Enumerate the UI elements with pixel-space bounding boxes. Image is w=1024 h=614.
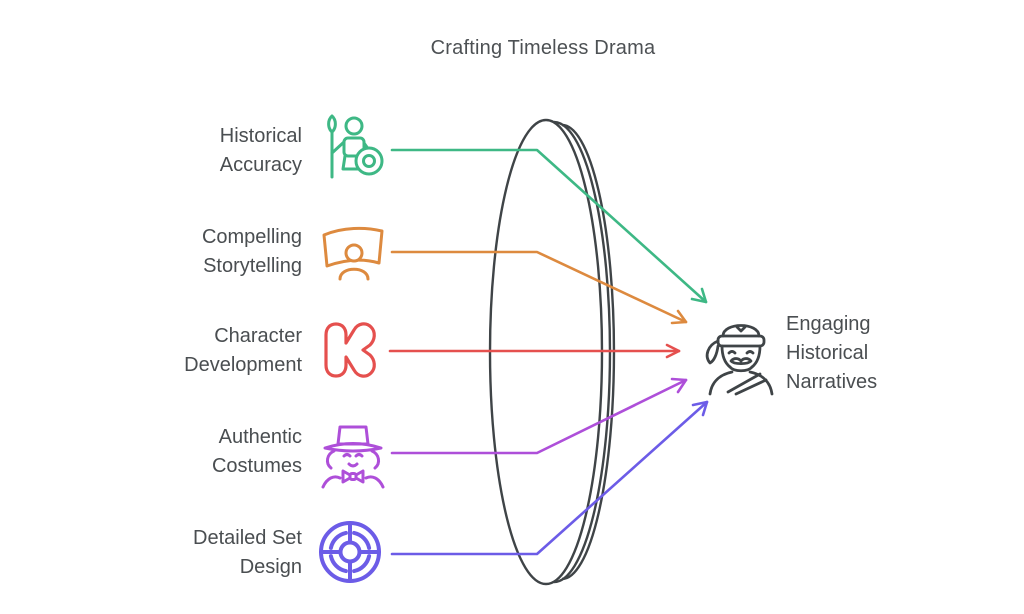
label-line: Engaging [786, 313, 871, 335]
input-label-detailed-set-design: Detailed Set Design [42, 524, 302, 582]
label-line: Costumes [211, 455, 302, 477]
label-line: Storytelling [203, 255, 302, 277]
storytelling-screen-icon [322, 226, 384, 281]
label-line: Accuracy [219, 154, 302, 176]
arrow-detailed-set-design [390, 400, 709, 556]
k-letter-icon [324, 322, 376, 378]
input-label-historical-accuracy: Historical Accuracy [42, 122, 302, 180]
arrow-compelling-storytelling [390, 250, 688, 325]
costume-person-icon [321, 425, 385, 489]
arrow-character-development [388, 343, 681, 359]
warrior-icon [327, 114, 384, 179]
label-line: Authentic [218, 426, 302, 448]
input-label-compelling-storytelling: Compelling Storytelling [42, 223, 302, 281]
arrow-historical-accuracy [390, 148, 708, 304]
label-line: Development [184, 354, 302, 376]
historical-figure-icon [705, 324, 774, 396]
label-line: Design [239, 556, 302, 578]
output-label-engaging-historical-narratives: Engaging Historical Narratives [786, 310, 986, 397]
label-line: Detailed Set [193, 527, 302, 549]
label-line: Historical [786, 342, 869, 364]
input-label-character-development: Character Development [42, 322, 302, 380]
label-line: Narratives [786, 371, 878, 393]
input-label-authentic-costumes: Authentic Costumes [42, 423, 302, 481]
label-line: Character [214, 325, 302, 347]
set-design-wheel-icon [319, 521, 381, 583]
diagram-title: Crafting Timeless Drama [430, 37, 656, 59]
label-line: Compelling [201, 226, 302, 248]
arrow-authentic-costumes [390, 377, 688, 455]
label-line: Historical [219, 125, 302, 147]
